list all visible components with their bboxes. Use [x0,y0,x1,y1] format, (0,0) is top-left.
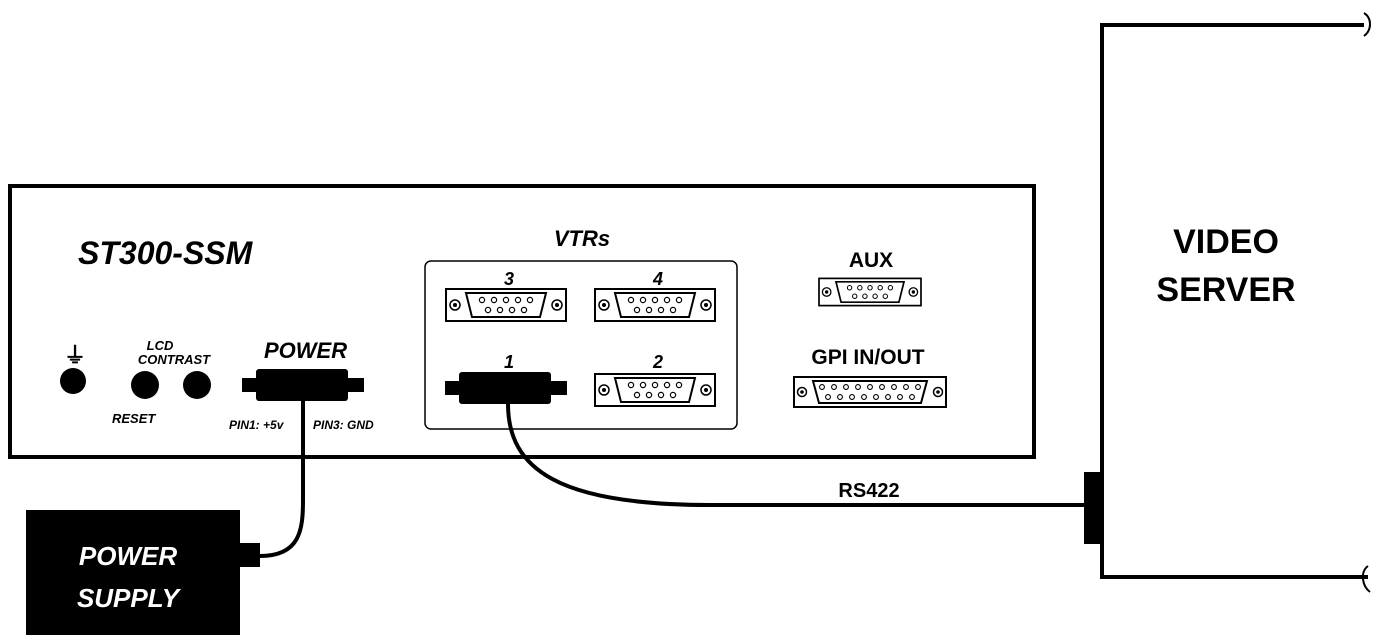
reset-button[interactable] [131,371,159,399]
rs422-cable [506,403,1086,507]
gpi-label: GPI IN/OUT [811,346,924,369]
power-supply-box [26,510,240,635]
contrast-label: CONTRAST [138,352,211,367]
vtr-port-1-label: 1 [504,352,514,372]
vtr-port-2-connector[interactable] [594,373,716,407]
rs422-label: RS422 [838,480,899,502]
ground-terminal[interactable] [60,368,86,394]
vtr-port-3-label: 3 [504,269,514,289]
power-cable [259,401,305,558]
pin3-label: PIN3: GND [313,418,374,432]
ground-icon: ⏚ [64,343,86,368]
video-server-outline [1100,12,1371,593]
aux-label: AUX [849,249,893,272]
vtr-port-4-label: 4 [652,269,663,289]
device-model-title: ST300-SSM [78,235,254,271]
video-server-line2: SERVER [1156,271,1295,309]
vtrs-label: VTRs [554,226,610,251]
power-label: POWER [264,338,347,363]
video-server-port [1084,472,1104,544]
video-server-line1: VIDEO [1173,223,1279,261]
vtr-port-3-connector[interactable] [445,288,567,322]
power-connector[interactable] [242,369,364,401]
power-supply-plug [238,543,260,567]
lcd-contrast-knob[interactable] [183,371,211,399]
vtr-port-2-label: 2 [652,352,663,372]
lcd-label: LCD [147,338,174,353]
gpi-connector[interactable] [793,376,947,408]
power-supply-line1: POWER [79,541,177,571]
power-supply-line2: SUPPLY [77,583,182,613]
vtr-port-4-connector[interactable] [594,288,716,322]
reset-label: RESET [112,411,156,426]
pin1-label: PIN1: +5v [229,418,285,432]
vtr-port-1-plug[interactable] [445,372,567,404]
aux-connector[interactable] [818,277,922,307]
